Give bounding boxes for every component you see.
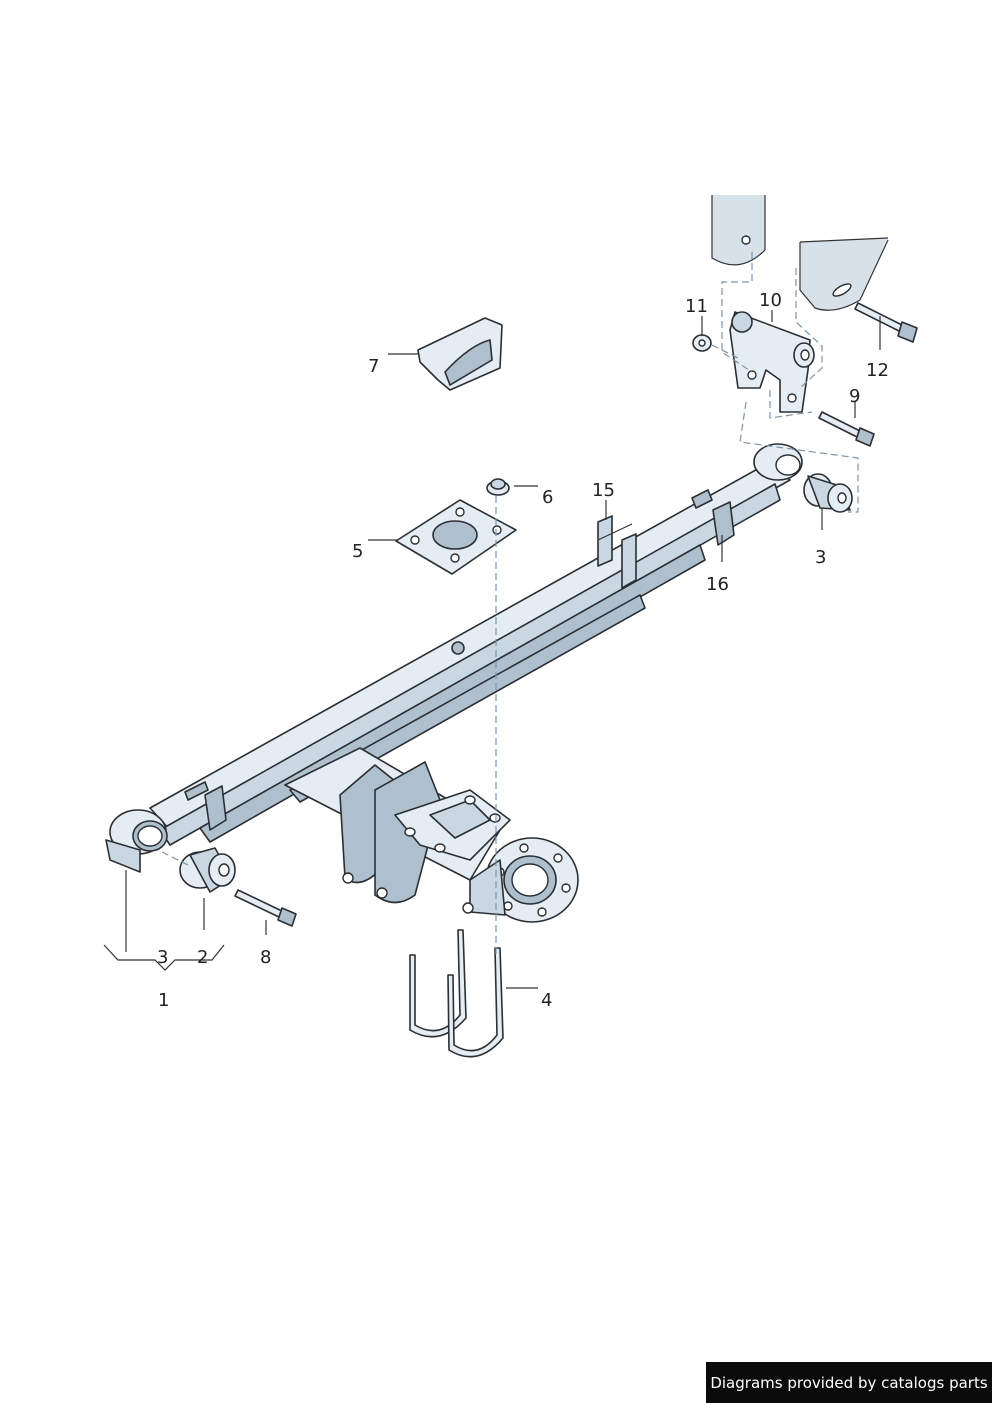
spring-clip-front bbox=[184, 781, 227, 831]
callout-3-rear: 3 bbox=[815, 547, 826, 568]
spring-seat-plate bbox=[395, 499, 517, 575]
shackle-bolt-lower bbox=[818, 411, 875, 447]
callout-16: 16 bbox=[706, 574, 729, 595]
spring-clamp bbox=[597, 515, 637, 589]
callout-6: 6 bbox=[542, 487, 553, 508]
callout-5: 5 bbox=[352, 541, 363, 562]
callout-3-front: 3 bbox=[157, 947, 168, 968]
callout-12: 12 bbox=[866, 360, 889, 381]
center-bolt-icon bbox=[451, 641, 465, 655]
bushing-front bbox=[179, 847, 236, 893]
bump-stop-pad bbox=[417, 317, 503, 391]
axle-hub-flange bbox=[462, 837, 579, 923]
u-bolts bbox=[409, 929, 504, 1058]
spring-eye-front bbox=[105, 809, 168, 873]
callout-4: 4 bbox=[541, 990, 552, 1011]
axle-housing bbox=[284, 747, 511, 904]
shackle-nut bbox=[692, 334, 712, 352]
bushing-rear bbox=[803, 473, 853, 513]
spring-eye-rear bbox=[753, 443, 803, 481]
callout-7: 7 bbox=[368, 356, 379, 377]
body-mount-fragment-lower bbox=[799, 237, 889, 311]
credit-banner: Diagrams provided by catalogs parts bbox=[706, 1362, 992, 1403]
callout-1: 1 bbox=[158, 990, 169, 1011]
callout-8: 8 bbox=[260, 947, 271, 968]
callout-9: 9 bbox=[849, 386, 860, 407]
body-mount-fragment-upper bbox=[711, 195, 766, 266]
bolt-front bbox=[234, 889, 297, 927]
callout-leaders bbox=[103, 310, 881, 989]
callout-11: 11 bbox=[685, 296, 708, 317]
assembly-guide-lines bbox=[161, 252, 859, 955]
shackle-bolt-upper bbox=[854, 302, 918, 343]
spring-shackle bbox=[729, 311, 815, 413]
spring-clip-rear bbox=[691, 489, 735, 546]
callout-2: 2 bbox=[197, 947, 208, 968]
callout-15: 15 bbox=[592, 480, 615, 501]
callout-10: 10 bbox=[759, 290, 782, 311]
flange-nut bbox=[486, 478, 510, 496]
